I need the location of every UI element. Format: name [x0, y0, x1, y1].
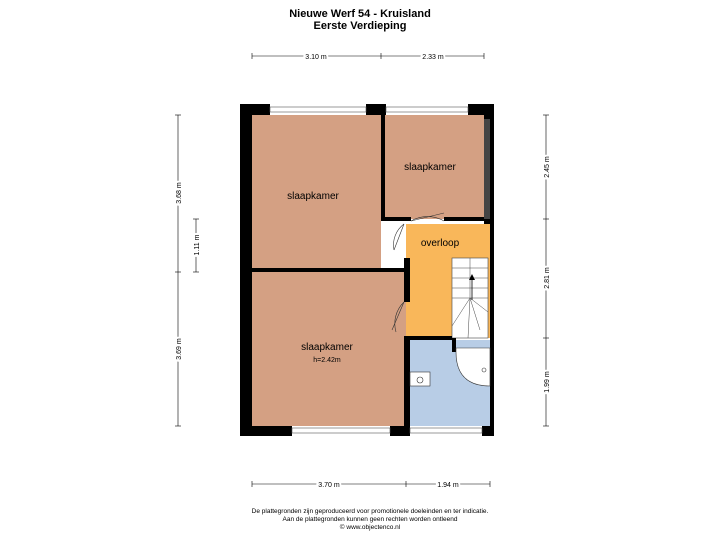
- dim-left-middle: 1.11 m: [194, 234, 201, 255]
- copyright: © www.objectenco.nl: [339, 524, 401, 531]
- dim-top-left: 3.10 m: [305, 54, 327, 61]
- dim-bottom-left: 3.70 m: [318, 482, 340, 489]
- dim-right-middle: 2.81 m: [544, 267, 551, 289]
- room-label-bedroom-bottom: slaapkamer: [301, 342, 353, 353]
- plan-title: Nieuwe Werf 54 - Kruisland: [289, 8, 431, 20]
- dim-top-right: 2.33 m: [422, 54, 444, 61]
- floor-name: Eerste Verdieping: [313, 20, 407, 32]
- stair-steps: [451, 258, 489, 339]
- bathroom-fixtures: [409, 347, 491, 387]
- room-label-bedroom-top-right: slaapkamer: [404, 162, 456, 173]
- disclaimer-line-1: De plattegronden zijn geproduceerd voor …: [251, 508, 489, 515]
- bedroom-floor-top-left: [252, 115, 381, 268]
- bedroom-floor-bottom: [252, 272, 406, 426]
- doors: [391, 212, 445, 333]
- dim-bottom-right: 1.94 m: [437, 482, 459, 489]
- dim-left-lower: 3.69 m: [176, 338, 183, 360]
- windows: [269, 106, 490, 434]
- room-label-landing: overloop: [421, 238, 460, 249]
- disclaimer-line-2: Aan de plattegronden kunnen geen rechten…: [282, 516, 458, 523]
- dim-right-upper: 2.45 m: [544, 156, 551, 178]
- ceiling-height: h=2.42m: [313, 357, 341, 364]
- bedroom-floor-top-right: [385, 115, 485, 219]
- dimension-lines: [175, 53, 549, 487]
- room-label-bedroom-top-left: slaapkamer: [287, 191, 339, 202]
- dim-left-upper: 3.68 m: [176, 182, 183, 204]
- dim-right-lower: 1.99 m: [544, 371, 551, 393]
- stair-arrow-head: [469, 274, 475, 280]
